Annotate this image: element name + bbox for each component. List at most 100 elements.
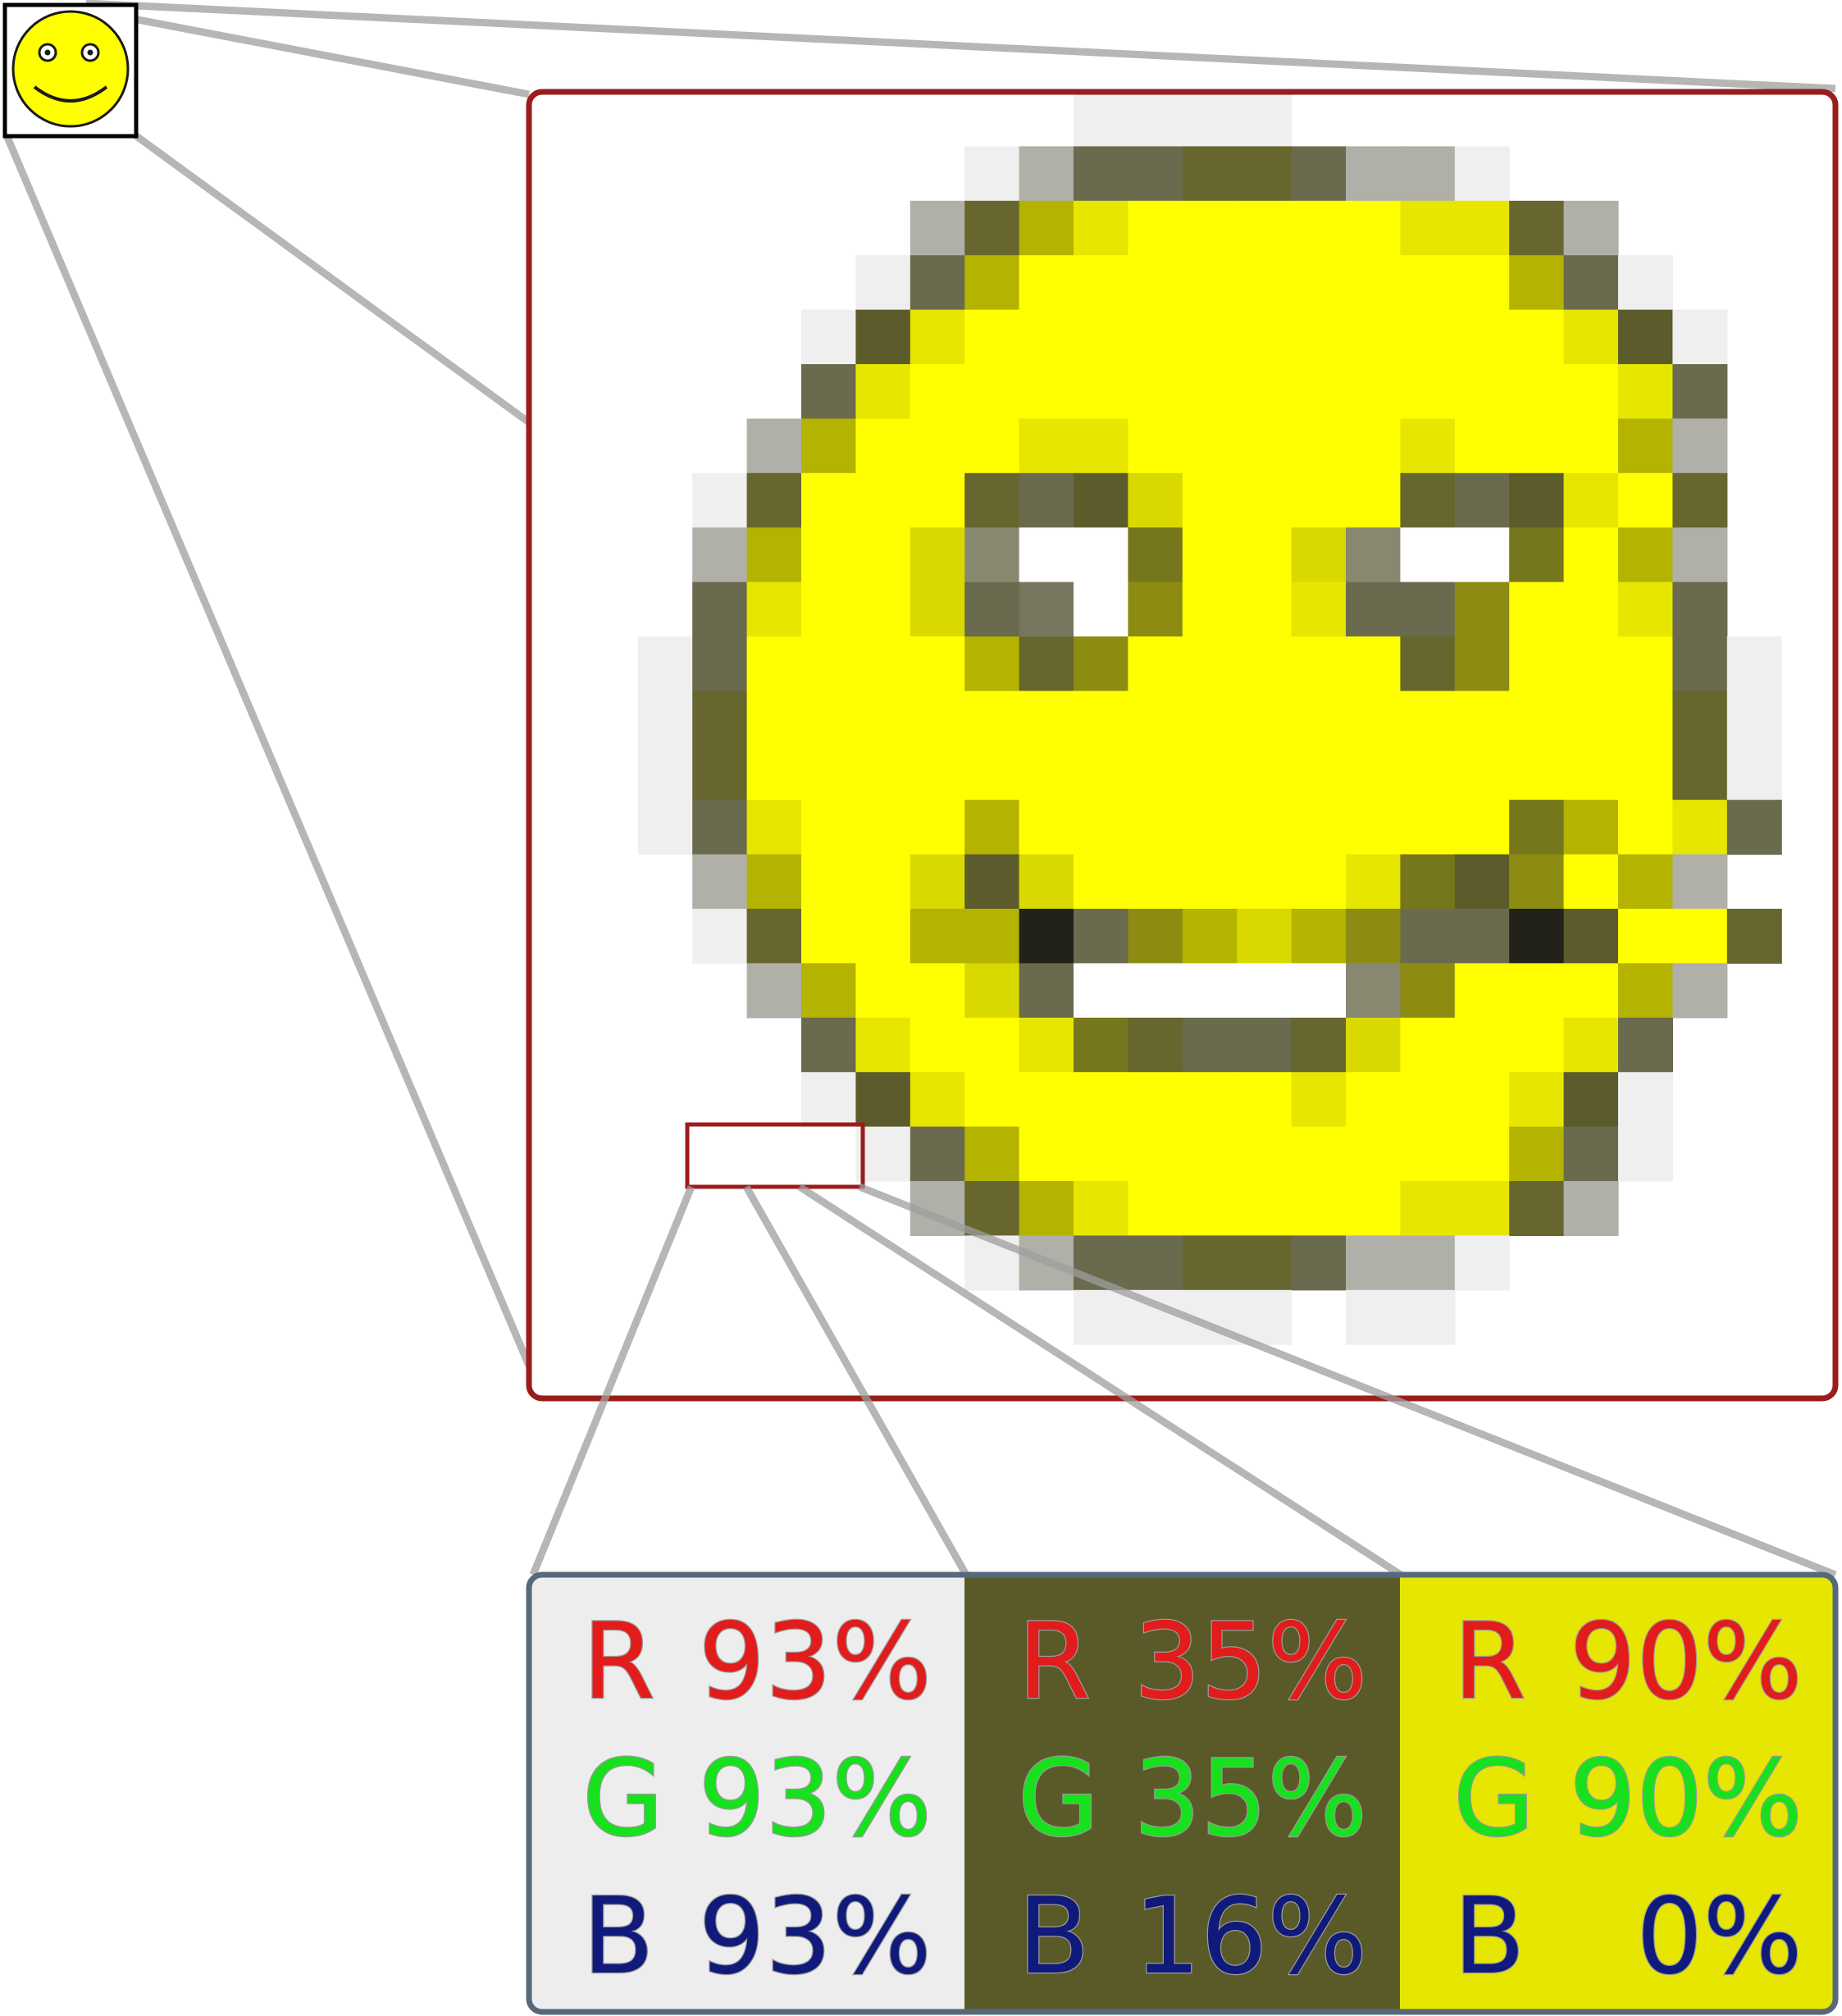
pixel-cell: [801, 691, 856, 746]
pixel-cell: [1128, 1126, 1183, 1182]
pixel-cell: [1400, 582, 1456, 637]
pixel-cell: [1618, 255, 1673, 311]
pixel-cell: [1291, 200, 1347, 256]
pixel-cell: [1400, 909, 1456, 964]
channel-value: 16%: [1134, 1876, 1368, 1998]
pixel-cell: [1019, 146, 1074, 202]
pixel-cell: [1182, 527, 1238, 583]
pixel-cell: [1128, 1017, 1183, 1073]
pixel-cell: [1074, 1289, 1128, 1345]
pixel-cell: [746, 527, 802, 583]
pixel-cell: [1237, 854, 1293, 910]
pixel-cell: [1074, 255, 1128, 311]
pixel-cell: [1019, 472, 1074, 528]
pixel-cell: [1182, 1235, 1238, 1291]
pixel-cell: [1454, 745, 1510, 800]
pixel-cell: [1237, 636, 1293, 691]
pixel-cell: [1509, 745, 1565, 800]
connector-line: [743, 1184, 969, 1577]
pixel-cell: [1182, 146, 1238, 202]
pixel-cell: [1019, 909, 1074, 964]
smiley-face: [11, 10, 130, 128]
pixel-cell: [1563, 1017, 1619, 1073]
pixel-cell: [1454, 309, 1510, 365]
pixel-cell: [1400, 418, 1456, 474]
pixel-cell: [1019, 854, 1074, 910]
swatch-background: [529, 1575, 965, 2012]
pixel-cell: [1291, 691, 1347, 746]
pixel-cell: [1291, 854, 1347, 910]
pixel-cell: [1346, 1181, 1401, 1236]
pixel-cell: [1346, 472, 1401, 528]
pixel-cell: [964, 255, 1020, 311]
pixel-cell: [1454, 963, 1510, 1019]
pixel-cell: [1128, 909, 1183, 964]
info-frame: [526, 1571, 1839, 2015]
pixel-cell: [1346, 527, 1401, 583]
pixel-cell: [964, 963, 1020, 1019]
pixel-cell: [1182, 745, 1238, 800]
pixel-cell: [1291, 1126, 1347, 1182]
pixel-cell: [1618, 909, 1673, 964]
pixel-cell: [1509, 800, 1565, 855]
pixel-cell: [1074, 146, 1128, 202]
pixel-cell: [637, 636, 693, 691]
pixel-cell: [1563, 636, 1619, 691]
pixel-cell: [801, 1072, 856, 1128]
pixel-cell: [1726, 745, 1782, 800]
pixel-cell: [1182, 418, 1238, 474]
pixel-cell: [1074, 418, 1128, 474]
pixel-cell: [964, 146, 1020, 202]
pixel-cell: [1182, 92, 1238, 147]
pixel-cell: [1454, 472, 1510, 528]
pixel-cell: [1019, 745, 1074, 800]
pixel-cell: [1019, 1126, 1074, 1182]
pixel-cell: [1509, 200, 1565, 256]
pixel-cell: [1672, 636, 1728, 691]
pixel-cell: [1563, 364, 1619, 419]
pixel-cell: [1346, 309, 1401, 365]
pixel-cell: [801, 418, 856, 474]
pixel-cell: [1074, 800, 1128, 855]
pixel-cell: [1400, 200, 1456, 256]
pixel-cell: [746, 854, 802, 910]
smiley-mouth: [33, 85, 108, 103]
pixel-cell: [964, 200, 1020, 256]
pixel-cell: [1563, 527, 1619, 583]
pixel-cell: [1128, 745, 1183, 800]
pixel-cell: [1509, 1072, 1565, 1128]
pixel-cell: [1346, 1126, 1401, 1182]
pixel-cell: [1074, 1017, 1128, 1073]
pixel-cell: [1074, 691, 1128, 746]
pixel-cell: [1563, 909, 1619, 964]
pixel-cell: [1454, 854, 1510, 910]
pixel-cell: [855, 582, 911, 637]
channel-label: G: [582, 1738, 663, 1860]
connector-line: [133, 132, 531, 426]
pixel-cell: [1128, 963, 1183, 1019]
pixel-cell: [1618, 472, 1673, 528]
pixel-cell: [1563, 854, 1619, 910]
pixel-cell: [746, 636, 802, 691]
pixel-cell: [1074, 854, 1128, 910]
pixel-cell: [1509, 909, 1565, 964]
pixel-cell: [1509, 472, 1565, 528]
pixel-cell: [1128, 1235, 1183, 1291]
pixel-cell: [910, 1126, 965, 1182]
pixel-cell: [855, 1072, 911, 1128]
pixel-cell: [1182, 1181, 1238, 1236]
pixel-cell: [855, 745, 911, 800]
pixel-cell: [1618, 800, 1673, 855]
pixel-cell: [1400, 745, 1456, 800]
pixel-cell: [801, 472, 856, 528]
pixel-cell: [1291, 582, 1347, 637]
pixel-cell: [910, 309, 965, 365]
channel-label: B: [582, 1876, 654, 1998]
pixel-cell: [855, 418, 911, 474]
pixel-cell: [1128, 691, 1183, 746]
pixel-cell: [1291, 1235, 1347, 1291]
pixel-cell: [1237, 146, 1293, 202]
pixel-cell: [910, 745, 965, 800]
channel-label: G: [1453, 1738, 1534, 1860]
pixel-cell: [1618, 745, 1673, 800]
